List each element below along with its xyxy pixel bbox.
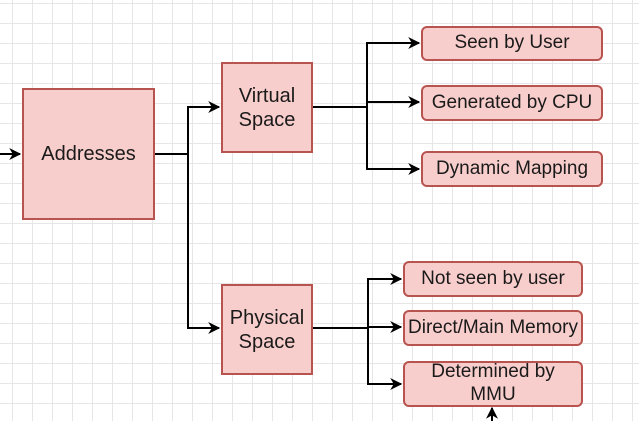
node-not-seen-by-user: Not seen by user [403,261,583,297]
node-addresses: Addresses [22,88,155,220]
node-virtual-space: Virtual Space [221,62,313,153]
node-virtual-space-label: Virtual Space [238,84,296,131]
node-physical-space-label: Physical Space [229,306,305,353]
node-direct-main-memory-label: Direct/Main Memory [408,316,578,338]
node-generated-by-cpu: Generated by CPU [421,85,603,121]
connector-root-to-physical [187,154,221,334]
node-not-seen-by-user-label: Not seen by user [421,267,565,289]
connector-physical-to-not-seen [313,273,403,329]
node-physical-space: Physical Space [221,284,313,375]
node-dynamic-mapping-label: Dynamic Mapping [435,157,589,179]
node-generated-by-cpu-label: Generated by CPU [431,91,593,113]
node-direct-main-memory: Direct/Main Memory [403,310,583,346]
connector-root-to-virtual [155,101,221,155]
node-determined-by-mmu-label: Determined by MMU [431,361,555,405]
node-determined-by-mmu: Determined by MMU [403,361,583,407]
connector-virtual-to-seen-by-user [313,37,421,108]
connector-physical-to-determined-by-mmu [367,328,403,390]
connector-virtual-to-dynamic-mapping [366,107,421,175]
connector-physical-to-direct-memory [367,321,403,333]
node-dynamic-mapping: Dynamic Mapping [421,151,603,187]
node-seen-by-user-label: Seen by User [454,32,570,54]
node-seen-by-user: Seen by User [421,26,603,61]
node-addresses-label: Addresses [41,143,136,165]
connector-virtual-to-generated-by-cpu [366,96,421,108]
